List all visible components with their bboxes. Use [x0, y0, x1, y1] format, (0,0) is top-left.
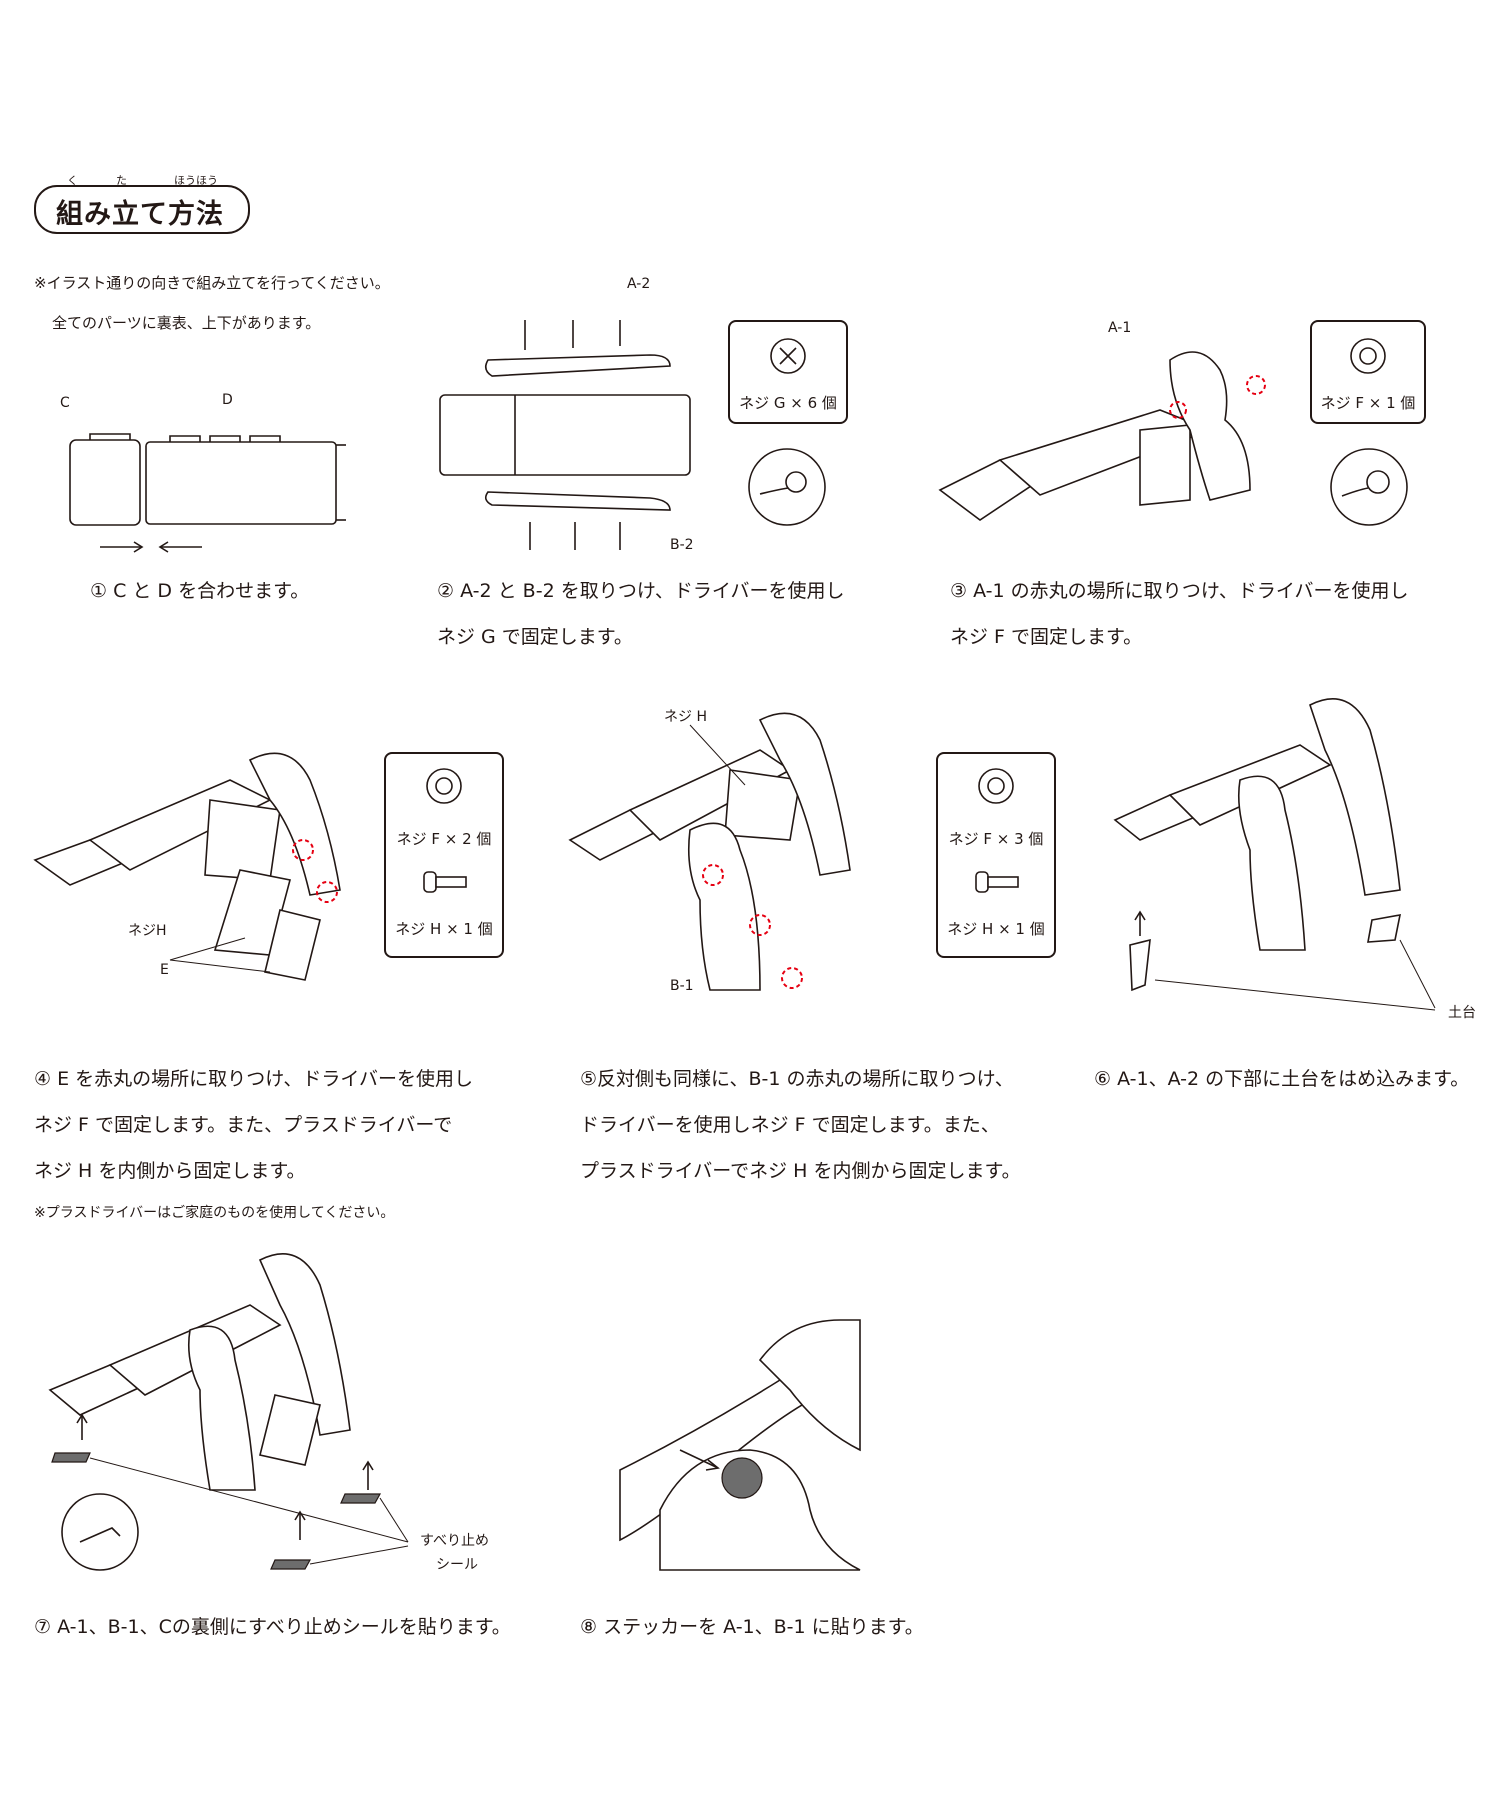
screw-f-icon [426, 768, 462, 804]
title-ruby-ta: た [116, 174, 127, 187]
label-b2: B-2 [670, 537, 694, 553]
step8-illustration [619, 1319, 861, 1571]
label-seal-2: シール [436, 1557, 478, 1573]
label-e: E [160, 962, 169, 978]
page-title: 組み立て方法 [56, 199, 224, 230]
label-base: 土台 [1448, 1005, 1476, 1021]
screw-h-icon [423, 871, 467, 893]
title-frame [34, 185, 250, 234]
step1-illustration [69, 433, 346, 553]
screw-box-step5: ネジ F × 3 個 ネジ H × 1 個 [936, 752, 1056, 958]
step3-caption-2: ネジ F で固定します。 [950, 626, 1143, 648]
note-sides: 全てのパーツに裏表、上下があります。 [52, 314, 321, 332]
screw-g-icon [770, 338, 806, 374]
label-d: D [222, 392, 233, 408]
screw-f-icon [978, 768, 1014, 804]
step7-caption: ⑦ A-1、B-1、Cの裏側にすべり止めシールを貼ります。 [34, 1616, 511, 1638]
label-a2: A-2 [627, 276, 651, 292]
step4-caption-3: ネジ H を内側から固定します。 [34, 1160, 306, 1182]
label-a1: A-1 [1108, 320, 1132, 336]
step5-caption-1: ⑤反対側も同様に、B-1 の赤丸の場所に取りつけ、 [580, 1068, 1014, 1090]
step2-illustration [439, 320, 691, 550]
screw-f-icon [1350, 338, 1386, 374]
step7-illustration [48, 1253, 409, 1571]
screw-h-icon [975, 871, 1019, 893]
screw-g-label: ネジ G × 6 個 [739, 394, 837, 412]
screw-f-label-step4: ネジ F × 2 個 [396, 830, 492, 848]
step6-caption: ⑥ A-1、A-2 の下部に土台をはめ込みます。 [1094, 1068, 1470, 1090]
screw-f-box-step3: ネジ F × 1 個 [1310, 320, 1426, 424]
step5-illustration [568, 712, 851, 991]
screw-h-label-step5: ネジ H × 1 個 [947, 920, 1045, 938]
label-seal-1: すべり止め [420, 1533, 490, 1549]
screw-h-label-step4: ネジ H × 1 個 [395, 920, 493, 938]
step8-caption: ⑧ ステッカーを A-1、B-1 に貼ります。 [580, 1616, 924, 1638]
step4-caption-2: ネジ F で固定します。また、プラスドライバーで [34, 1114, 453, 1136]
screw-box-step4: ネジ F × 2 個 ネジ H × 1 個 [384, 752, 504, 958]
footnote: ※プラスドライバーはご家庭のものを使用してください。 [34, 1205, 395, 1221]
screw-f-label-step5: ネジ F × 3 個 [948, 830, 1044, 848]
screw-f-label-step3: ネジ F × 1 個 [1320, 394, 1416, 412]
note-orientation: ※イラスト通りの向きで組み立てを行ってください。 [34, 274, 390, 292]
step4-caption-1: ④ E を赤丸の場所に取りつけ、ドライバーを使用し [34, 1068, 473, 1090]
step3-zoom-icon [1330, 448, 1408, 526]
step3-illustration [938, 351, 1266, 521]
title-ruby-houhou: ほうほう [174, 174, 218, 187]
step4-illustration [33, 752, 341, 981]
step5-caption-2: ドライバーを使用しネジ F で固定します。また、 [580, 1114, 1000, 1136]
label-screw-h-step4: ネジH [128, 923, 167, 939]
step1-caption: ① C と D を合わせます。 [90, 580, 310, 602]
label-screw-h-step5: ネジ H [664, 709, 707, 725]
label-c: C [60, 395, 70, 411]
title-ruby-ku: く [67, 174, 78, 187]
step2-zoom-icon [748, 448, 826, 526]
step2-caption-1: ② A-2 と B-2 を取りつけ、ドライバーを使用し [437, 580, 845, 602]
screw-g-box: ネジ G × 6 個 [728, 320, 848, 424]
label-b1: B-1 [670, 978, 694, 994]
step3-caption-1: ③ A-1 の赤丸の場所に取りつけ、ドライバーを使用し [950, 580, 1409, 602]
step5-caption-3: プラスドライバーでネジ H を内側から固定します。 [580, 1160, 1021, 1182]
step2-caption-2: ネジ G で固定します。 [437, 626, 633, 648]
step6-illustration [1113, 698, 1436, 1011]
